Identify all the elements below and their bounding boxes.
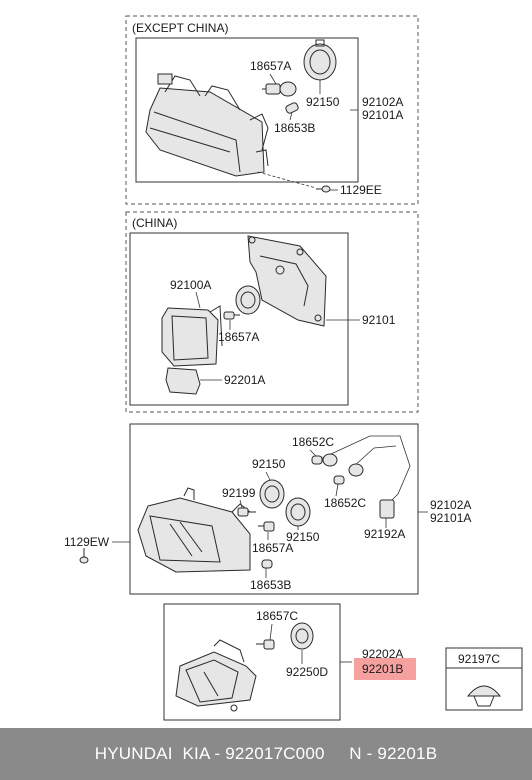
label-92202a: 92202A: [362, 647, 403, 661]
label-92199: 92199: [222, 486, 256, 500]
label-18653b: 18653B: [274, 121, 315, 135]
footer-part-number: HYUNDAI KIA - 922017C000 N - 92201B: [94, 744, 438, 763]
bulb-18652c-a: [311, 455, 323, 465]
bulb-18657a: [262, 81, 297, 97]
label-92150: 92150: [306, 95, 340, 109]
bulb-main-18657a: [258, 521, 275, 532]
label-18657a: 18657A: [250, 59, 291, 73]
cap-92150-a: [259, 479, 285, 509]
section-clip: 92197C: [445, 647, 523, 711]
label-92250d: 92250D: [286, 665, 328, 679]
fog-lamp-assembly: [175, 639, 257, 712]
label-main-18653b: 18653B: [250, 578, 291, 592]
label-92102a: 92102A: [362, 95, 403, 109]
section-china: (CHINA) 92100A 9210: [125, 211, 419, 413]
label-18652c-b: 18652C: [324, 496, 366, 510]
retainer-ring-china: [235, 285, 261, 315]
side-lamp-92201a: [165, 367, 201, 395]
footer-bar: HYUNDAI KIA - 922017C000 N - 92201B: [0, 728, 532, 780]
label-18652c-a: 18652C: [292, 435, 334, 449]
label-92197c: 92197C: [458, 652, 500, 666]
parts-diagram: (EXCEPT CHINA): [64, 15, 523, 721]
label-92101: 92101: [362, 313, 396, 327]
headlamp-main: [137, 487, 251, 573]
label-92192a: 92192A: [364, 527, 405, 541]
except-china-title: (EXCEPT CHINA): [132, 21, 228, 35]
label-china-18657a: 18657A: [218, 330, 259, 344]
china-inner-box: [129, 232, 349, 406]
clip-box: [445, 647, 523, 711]
screw-1129ew: [79, 548, 89, 564]
label-main-92101a: 92101A: [430, 511, 471, 525]
main-headlamp-box: [129, 423, 419, 595]
clip-92197c: [466, 685, 502, 707]
label-18657c: 18657C: [256, 609, 298, 623]
headlamp-except-china: [145, 73, 269, 177]
bulb-18653b: [285, 102, 299, 114]
bracket-92101: [247, 235, 327, 327]
except-china-frame: [125, 15, 419, 205]
label-1129ee: 1129EE: [340, 183, 382, 197]
wiring-harness-92192a: [317, 435, 411, 519]
cap-92150-b: [285, 497, 311, 527]
bulb-china-18657a: [223, 311, 240, 320]
section-except-china: (EXCEPT CHINA): [125, 15, 419, 205]
screw-1129ee: [257, 171, 331, 193]
label-92100a: 92100A: [170, 278, 211, 292]
label-92201a: 92201A: [224, 373, 265, 387]
bulb-18652c-b: [333, 475, 345, 485]
highlight-92201b: [354, 658, 416, 680]
label-92101a: 92101A: [362, 108, 403, 122]
label-1129ew: 1129EW: [64, 535, 110, 549]
label-92150-a: 92150: [252, 457, 286, 471]
cap-92150: [303, 39, 337, 81]
bulb-main-18653b: [261, 559, 273, 569]
label-main-92102a: 92102A: [430, 498, 471, 512]
cap-92250d: [290, 622, 314, 650]
label-92150-b: 92150: [286, 530, 320, 544]
china-title: (CHINA): [132, 216, 177, 230]
section-main-headlamp: 18652C 92150 92199 18652C 92102A 92101A …: [64, 423, 471, 595]
label-92201b: 92201B: [362, 662, 403, 676]
label-main-18657a: 18657A: [252, 541, 293, 555]
bulb-92199: [237, 507, 256, 517]
china-frame: [125, 211, 419, 413]
section-fog-lamp: 18657C 92250D 92202A 92201B: [163, 603, 416, 721]
bulb-18657c: [256, 639, 275, 650]
headlamp-china: [161, 305, 223, 367]
